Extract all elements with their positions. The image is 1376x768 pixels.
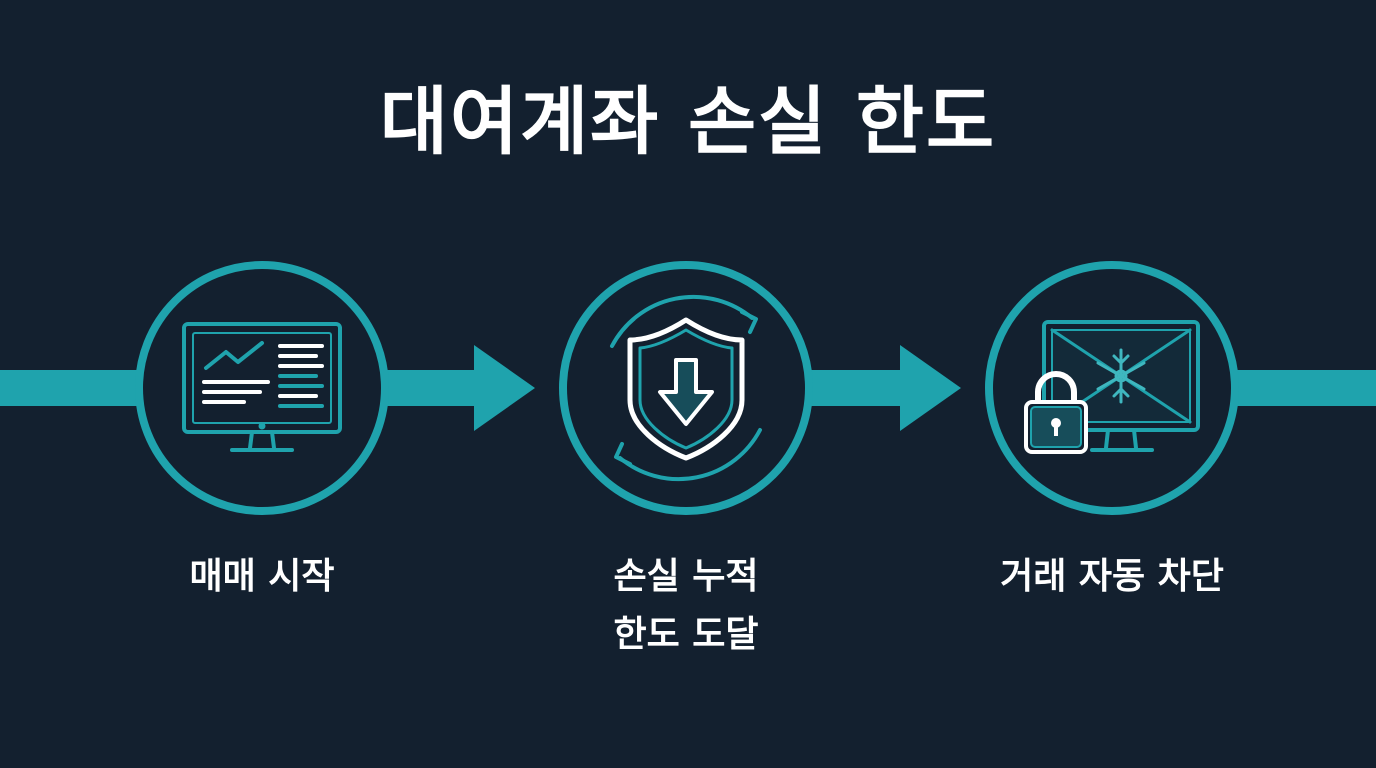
step-1-label: 매매 시작 [102,548,422,606]
connector-right [1236,370,1376,406]
step-3-label: 거래 자동 차단 [952,548,1272,606]
step-2-label: 손실 누적 한도 도달 [526,548,846,664]
step-1-label-line-1: 매매 시작 [189,556,335,597]
step-2-label-line-1: 손실 누적 [613,556,759,597]
connector-left [0,370,140,406]
step-2-label-line-2: 한도 도달 [613,614,759,655]
padlock-icon [1024,371,1088,454]
step-3-node [985,261,1239,515]
connector-1-2 [384,370,476,406]
step-1-node [135,261,389,515]
step-2-node [559,261,813,515]
trading-monitor-icon [182,322,342,452]
arrow-1-2 [474,345,535,431]
frozen-monitor-lock-icon [1024,320,1200,454]
page-title: 대여계좌 손실 한도 [379,79,997,165]
shield-down-arrow-icon [610,294,762,482]
arrow-2-3 [900,345,961,431]
snowflake-icon [1096,348,1146,404]
step-1-circle [135,261,389,515]
step-3-label-line-1: 거래 자동 차단 [1000,556,1224,597]
connector-2-3 [808,370,902,406]
